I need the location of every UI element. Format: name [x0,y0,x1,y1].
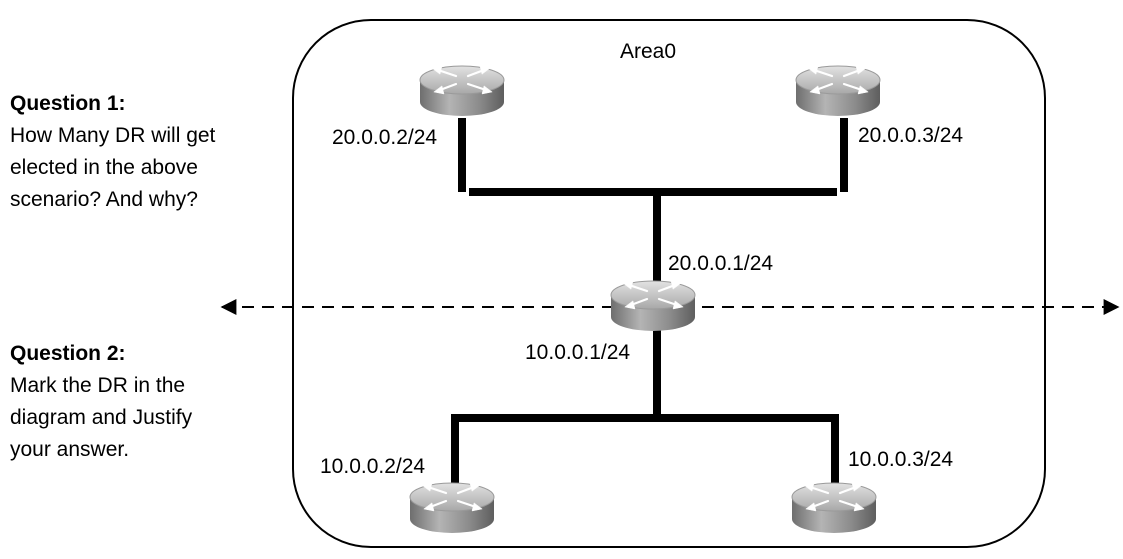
router-icon-bottom-right [790,481,878,535]
interface-label-top-left: 20.0.0.2/24 [332,126,438,149]
area-label: Area0 [620,40,677,63]
question-2-title: Question 2: [10,342,126,365]
question-2: Question 2: Mark the DR in the diagram a… [10,338,280,466]
router-icon-bottom-left [408,481,496,535]
router-icon-top-right [794,64,882,118]
question-1-title: Question 1: [10,92,126,115]
interface-label-bottom-left: 10.0.0.2/24 [320,455,426,478]
interface-label-center-upper: 20.0.0.1/24 [668,252,774,275]
router-icon-top-left [418,64,506,118]
question-2-line-1: Mark the DR in the [10,374,186,397]
question-1: Question 1: How Many DR will get elected… [10,88,280,216]
interface-label-center-lower: 10.0.0.1/24 [525,341,631,364]
question-1-line-2: elected in the above [10,156,198,179]
question-2-line-2: diagram and Justify [10,406,193,429]
upper-segment [458,118,848,290]
interface-label-bottom-right: 10.0.0.3/24 [848,448,954,471]
router-icon-center [609,279,697,333]
lower-segment [451,330,839,485]
question-1-line-3: scenario? And why? [10,188,198,211]
interface-label-top-right: 20.0.0.3/24 [858,124,964,147]
area-boundary [292,19,1046,548]
question-2-line-3: your answer. [10,438,130,461]
question-1-line-1: How Many DR will get [10,124,216,147]
